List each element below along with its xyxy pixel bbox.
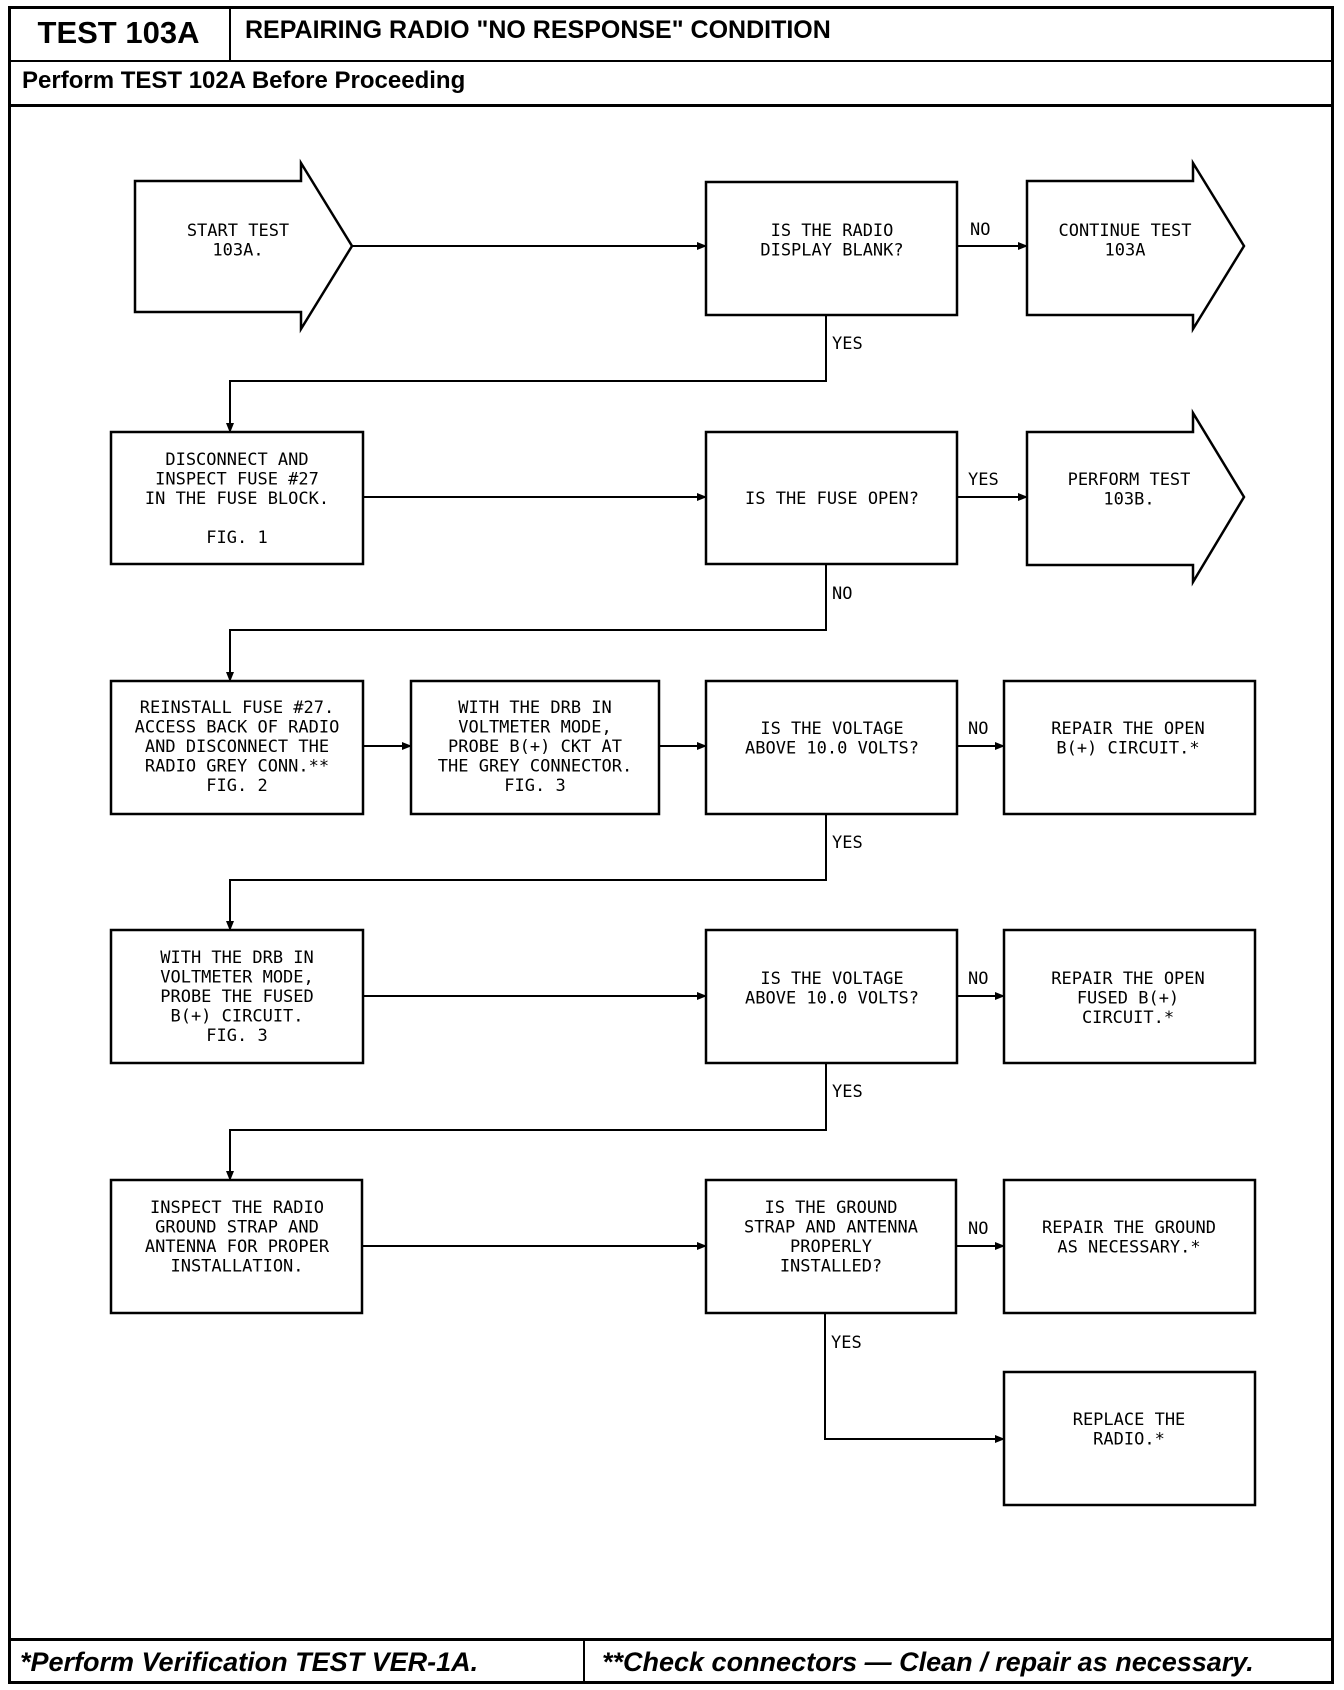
node-text-probe-fused: B(+) CIRCUIT. (170, 1007, 303, 1027)
header-divider (230, 60, 1334, 62)
test-id-text: TEST 103A (37, 15, 200, 50)
node-text-q-display: DISPLAY BLANK? (760, 241, 903, 261)
node-text-reinstall: REINSTALL FUSE #27. (140, 698, 334, 718)
page-subtitle: Perform TEST 102A Before Proceeding (22, 67, 466, 94)
footer-note-connectors: **Check connectors — Clean / repair as n… (602, 1647, 1254, 1677)
node-text-replace-radio: RADIO.* (1093, 1430, 1165, 1450)
node-text-inspect-ground: ANTENNA FOR PROPER (145, 1237, 330, 1257)
branch-label-yes: YES (831, 1333, 862, 1353)
branch-label-yes: YES (832, 833, 863, 853)
connector (226, 315, 827, 433)
inspect-ground-node (109, 1178, 364, 1315)
branch-label-yes: YES (968, 470, 999, 490)
node-text-repair-ground: AS NECESSARY.* (1057, 1238, 1200, 1258)
node-text-probe-fused: PROBE THE FUSED (160, 987, 314, 1007)
node-text-inspect-fuse: INSPECT FUSE #27 (155, 470, 319, 490)
page-frame (8, 6, 1334, 1684)
branch-label-yes: YES (832, 1082, 863, 1102)
footer-divider (8, 1638, 1334, 1641)
node-text-reinstall: RADIO GREY CONN.** (145, 757, 329, 777)
node-text-reinstall: AND DISCONNECT THE (145, 737, 329, 757)
node-text-replace-radio: REPLACE THE (1073, 1410, 1186, 1430)
node-text-continue: 103A (1105, 241, 1146, 261)
test-id: TEST 103A (8, 6, 231, 62)
node-text-continue: CONTINUE TEST (1058, 221, 1191, 241)
node-text-reinstall: FIG. 2 (206, 776, 267, 796)
node-text-inspect-ground: GROUND STRAP AND (155, 1218, 319, 1238)
inspect-fuse-node (109, 430, 365, 566)
decision-ground (704, 1178, 958, 1315)
node-text-probe-grey: WITH THE DRB IN (458, 698, 612, 718)
branch-label-no: NO (832, 584, 852, 604)
node-text-repair-b: B(+) CIRCUIT.* (1056, 739, 1199, 759)
node-text-repair-fused: FUSED B(+) (1077, 989, 1179, 1009)
node-text-q-voltage2: IS THE VOLTAGE (760, 969, 903, 989)
node-text-probe-fused: WITH THE DRB IN (160, 948, 314, 968)
node-text-probe-grey: THE GREY CONNECTOR. (438, 757, 632, 777)
node-text-q-ground: STRAP AND ANTENNA (744, 1218, 918, 1238)
footer-separator (583, 1638, 585, 1684)
branch-label-no: NO (968, 969, 988, 989)
branch-label-no: NO (970, 220, 990, 240)
perform-103b-node (1025, 408, 1246, 587)
node-text-q-ground: PROPERLY (790, 1237, 872, 1257)
node-text-q-fuse: IS THE FUSE OPEN? (745, 489, 919, 509)
node-text-q-voltage1: IS THE VOLTAGE (760, 719, 903, 739)
branch-labels: NO YES YES NO NO YES NO YES NO YES (831, 220, 999, 1353)
branch-label-no: NO (968, 719, 988, 739)
connector (226, 564, 827, 682)
node-text-start: 103A. (212, 241, 263, 261)
branch-label-yes: YES (832, 334, 863, 354)
node-text-repair-ground: REPAIR THE GROUND (1042, 1218, 1216, 1238)
decision-voltage-1 (704, 679, 959, 816)
node-text-repair-fused: REPAIR THE OPEN (1051, 969, 1205, 989)
node-text-probe-grey: PROBE B(+) CKT AT (448, 737, 622, 757)
node-text-repair-b: REPAIR THE OPEN (1051, 719, 1205, 739)
node-text-perform-103b: 103B. (1103, 490, 1154, 510)
probe-grey-node (409, 679, 661, 816)
flowchart-shapes (109, 158, 1257, 1507)
connector (226, 814, 827, 931)
node-text-q-ground: IS THE GROUND (764, 1198, 897, 1218)
node-text-probe-grey: FIG. 3 (504, 776, 565, 796)
repair-ground-node (1002, 1178, 1257, 1315)
node-text-q-voltage2: ABOVE 10.0 VOLTS? (745, 989, 919, 1009)
footer-note-verification: *Perform Verification TEST VER-1A. (20, 1647, 479, 1677)
node-text-probe-grey: VOLTMETER MODE, (458, 718, 612, 738)
page-title: REPAIRING RADIO "NO RESPONSE" CONDITION (245, 16, 831, 44)
node-text-repair-fused: CIRCUIT.* (1082, 1008, 1174, 1028)
decision-voltage-2 (704, 928, 959, 1065)
node-text-probe-fused: FIG. 3 (206, 1026, 267, 1046)
continue-node (1025, 158, 1246, 334)
node-text-q-ground: INSTALLED? (780, 1257, 882, 1277)
node-text-inspect-fuse: FIG. 1 (206, 528, 267, 548)
connector (226, 1063, 827, 1181)
replace-radio-node (1002, 1370, 1257, 1507)
node-text-q-display: IS THE RADIO (771, 221, 894, 241)
repair-b-plus-node (1002, 679, 1257, 816)
node-text-inspect-ground: INSTALLATION. (170, 1257, 303, 1277)
node-text-inspect-ground: INSPECT THE RADIO (150, 1198, 324, 1218)
node-text-probe-fused: VOLTMETER MODE, (160, 968, 314, 988)
branch-label-no: NO (968, 1219, 988, 1239)
header-divider-bottom (8, 104, 1334, 107)
probe-fused-node (109, 928, 365, 1065)
start-node (133, 158, 354, 334)
node-text-inspect-fuse: DISCONNECT AND (165, 450, 308, 470)
node-text-start: START TEST (187, 221, 289, 241)
node-text-reinstall: ACCESS BACK OF RADIO (135, 718, 340, 738)
repair-fused-node (1002, 928, 1257, 1065)
node-text-inspect-fuse: IN THE FUSE BLOCK. (145, 489, 329, 509)
reinstall-fuse-node (109, 679, 365, 816)
connector (824, 1313, 1005, 1443)
node-text-q-voltage1: ABOVE 10.0 VOLTS? (745, 739, 919, 759)
flowchart-connectors (226, 242, 1028, 1443)
node-text-perform-103b: PERFORM TEST (1068, 470, 1191, 490)
